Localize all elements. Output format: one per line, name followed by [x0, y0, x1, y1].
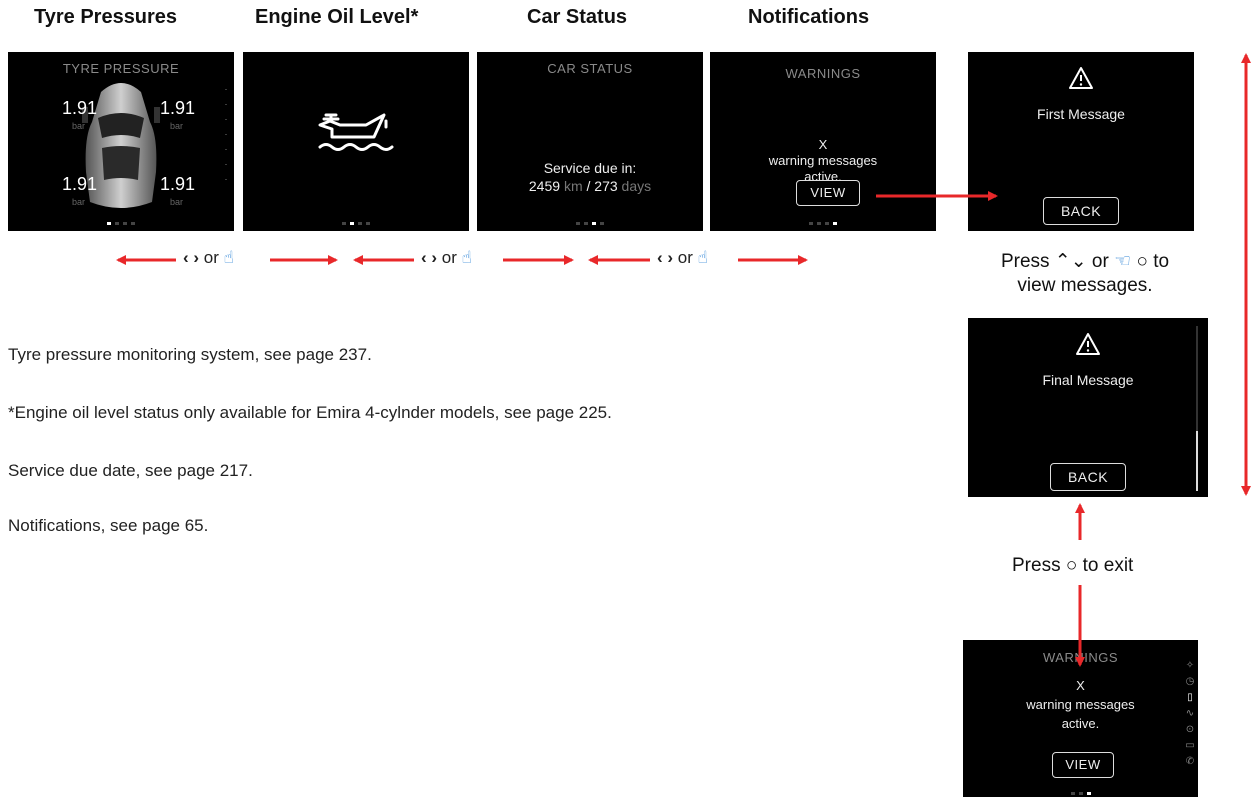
- view-button[interactable]: VIEW: [796, 180, 860, 206]
- page-indicator: [710, 222, 936, 225]
- menu-icon: ·: [224, 84, 228, 94]
- service-due-label: Service due in:: [543, 160, 637, 176]
- view-messages-text: view messages.: [1017, 275, 1153, 296]
- warnings-title: WARNINGS: [785, 66, 861, 81]
- tyre-pressure-title: TYRE PRESSURE: [62, 61, 180, 76]
- oil-can-icon: [318, 113, 394, 151]
- tyre-pressure-front-right: 1.91: [160, 98, 196, 118]
- radio-icon: ▭: [1185, 740, 1195, 751]
- car-icon: ▯: [1187, 692, 1193, 703]
- location-icon: ·: [224, 144, 228, 154]
- circle-button-icon: ○: [1065, 555, 1078, 576]
- tyre-unit-front-right: bar: [170, 121, 184, 131]
- phone-icon: ✆: [1185, 756, 1195, 767]
- final-message-text: Final Message: [1042, 372, 1134, 388]
- warnings-line2: warning messages: [768, 153, 878, 168]
- touch-swipe-icon: ☝: [461, 248, 472, 267]
- service-days-value: 273: [594, 178, 618, 194]
- service-km-value: 2459: [528, 178, 561, 194]
- location-icon: ⊙: [1185, 724, 1195, 735]
- warnings-screen: WARNINGS X warning messages active. VIEW: [710, 52, 936, 231]
- circle-button-icon: ○: [1136, 251, 1148, 272]
- service-km-unit: km: [563, 178, 583, 194]
- tyre-pressure-screen: TYRE PRESSURE 1.91 bar 1.91 bar 1.91 bar…: [8, 52, 234, 231]
- caption-view-messages: Press ⌃⌄ or ☜ ○ to view messages.: [955, 250, 1215, 297]
- caption-press-exit: Press ○ to exit: [1010, 555, 1136, 577]
- page-indicator: [477, 222, 703, 225]
- tyre-pressure-front-left: 1.91: [62, 98, 98, 118]
- car-status-title: CAR STATUS: [547, 61, 633, 76]
- menu-icon: ✧: [1185, 660, 1195, 671]
- chevron-left-right-icon: ‹ ›: [183, 248, 200, 267]
- touch-swipe-icon: ☝: [223, 248, 234, 267]
- final-message-screen: Final Message BACK: [968, 318, 1208, 497]
- phone-icon: ·: [224, 174, 228, 184]
- note-engine-oil: *Engine oil level status only available …: [8, 403, 612, 422]
- back-button[interactable]: BACK: [1050, 463, 1126, 491]
- chevron-up-down-icon: ⌃⌄: [1054, 251, 1087, 272]
- scrollbar[interactable]: [1196, 326, 1198, 491]
- press-text: Press: [1012, 555, 1061, 576]
- back-button[interactable]: BACK: [1043, 197, 1119, 225]
- warnings-line3: active.: [1061, 716, 1100, 731]
- warning-triangle-icon: [968, 66, 1194, 90]
- first-message-screen: First Message BACK: [968, 52, 1194, 231]
- timer-icon: ·: [224, 99, 228, 109]
- view-button[interactable]: VIEW: [1052, 752, 1114, 778]
- note-notifications: Notifications, see page 65.: [8, 516, 209, 535]
- page-indicator: [963, 792, 1198, 795]
- note-tyre-pressure: Tyre pressure monitoring system, see pag…: [8, 345, 372, 364]
- service-separator: /: [586, 178, 591, 194]
- car-top-view-image: [82, 83, 160, 208]
- press-text: Press: [1000, 251, 1050, 272]
- first-message-text: First Message: [1037, 106, 1125, 122]
- note-service-due: Service due date, see page 217.: [8, 461, 253, 480]
- page-indicator: [8, 222, 234, 225]
- engine-oil-screen: [243, 52, 469, 231]
- warnings-screen-return: WARNINGS X warning messages active. VIEW…: [963, 640, 1198, 797]
- page-indicator: [243, 222, 469, 225]
- header-tyre-pressures: Tyre Pressures: [34, 6, 178, 28]
- touch-press-icon: ☜: [1114, 251, 1132, 272]
- tyre-unit-rear-left: bar: [72, 197, 86, 207]
- warning-triangle-icon: [968, 332, 1208, 356]
- touch-swipe-icon: ☝: [697, 248, 708, 267]
- or-text: or: [1091, 251, 1109, 272]
- header-notifications: Notifications: [748, 6, 870, 28]
- side-menu-icons: ✧ ◷ ▯ ∿ ⊙ ▭ ✆: [1185, 658, 1195, 770]
- header-car-status: Car Status: [527, 6, 628, 28]
- warnings-line2: warning messages: [1026, 697, 1135, 712]
- warnings-title: WARNINGS: [1042, 650, 1119, 665]
- nav-label-1: ‹ › or ☝: [183, 248, 234, 268]
- tyre-pressure-rear-right: 1.91: [160, 174, 196, 194]
- chevron-left-right-icon: ‹ ›: [421, 248, 438, 267]
- warnings-count: X: [818, 137, 828, 152]
- or-text: or: [203, 248, 219, 267]
- to-exit-text: to exit: [1082, 555, 1134, 576]
- route-icon: ·: [224, 129, 228, 139]
- side-menu-icons: · · · · · · ·: [221, 82, 231, 187]
- service-due-values: 2459 km / 273 days: [477, 178, 703, 194]
- to-text: to: [1153, 251, 1170, 272]
- chevron-left-right-icon: ‹ ›: [657, 248, 674, 267]
- header-engine-oil-level: Engine Oil Level*: [255, 6, 419, 28]
- tyre-unit-front-left: bar: [72, 121, 86, 131]
- radio-icon: ·: [224, 159, 228, 169]
- nav-label-2: ‹ › or ☝: [421, 248, 472, 268]
- car-icon: ·: [224, 114, 228, 124]
- timer-icon: ◷: [1185, 676, 1195, 687]
- warnings-count: X: [1076, 678, 1085, 693]
- route-icon: ∿: [1185, 708, 1195, 719]
- tyre-unit-rear-right: bar: [170, 197, 184, 207]
- tyre-pressure-rear-left: 1.91: [62, 174, 98, 194]
- car-status-screen: CAR STATUS Service due in: 2459 km / 273…: [477, 52, 703, 231]
- nav-label-3: ‹ › or ☝: [657, 248, 708, 268]
- scrollbar-thumb[interactable]: [1196, 431, 1198, 491]
- service-days-unit: days: [621, 178, 652, 194]
- or-text: or: [677, 248, 693, 267]
- or-text: or: [441, 248, 457, 267]
